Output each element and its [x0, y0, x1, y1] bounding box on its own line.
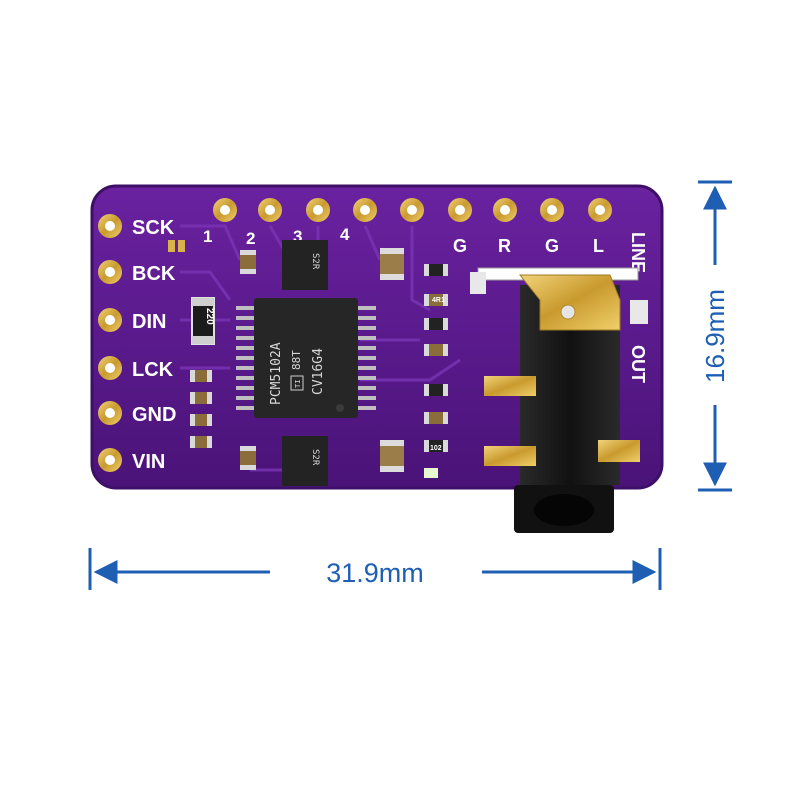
pin-label-vin: VIN [132, 451, 165, 473]
pin-number-4: 4 [340, 225, 350, 244]
pin-label-sck: SCK [132, 217, 175, 239]
width-dimension: 31.9mm [88, 548, 662, 590]
pin-pad [448, 198, 472, 222]
dac-chip: PCM5102A 88T TI CV16G4 [236, 298, 376, 418]
ti-logo: TI [294, 380, 302, 388]
left-pin-header [98, 214, 122, 472]
pin-label-lck: LCK [132, 359, 174, 381]
pin-pad [213, 198, 237, 222]
pin-label-bck: BCK [132, 263, 176, 285]
pin-label-g2: G [545, 236, 559, 256]
pin-pad [98, 308, 122, 332]
chip-marking-part: PCM5102A [269, 342, 284, 405]
small-chip-code: S2R [310, 253, 320, 270]
top-pin-labels: 1 2 3 4 G R G L [203, 225, 604, 256]
pin-pad [98, 260, 122, 284]
small-chip: S2R [282, 240, 328, 290]
pin-label-g: G [453, 236, 467, 256]
pin-label-r: R [498, 236, 511, 256]
chip-marking-lot: 88T [290, 350, 303, 370]
small-capacitor [178, 240, 185, 252]
pin-pad [98, 448, 122, 472]
left-pin-labels: SCK BCK DIN LCK GND VIN [132, 217, 176, 473]
width-label: 31.9mm [326, 558, 424, 588]
out-label: OUT [628, 345, 648, 383]
pin-number-2: 2 [246, 229, 255, 248]
chip-marking-date: CV16G4 [311, 348, 326, 395]
height-dimension: 16.9mm [698, 180, 732, 492]
resistor-code: 220 [204, 308, 215, 325]
height-label: 16.9mm [700, 289, 730, 383]
pin-pad [400, 198, 424, 222]
line-label: LINE [628, 232, 648, 273]
pin-pad [353, 198, 377, 222]
pin-label-gnd: GND [132, 404, 176, 426]
top-pin-header [213, 198, 612, 222]
small-capacitor [168, 240, 175, 252]
pin-pad [98, 356, 122, 380]
small-chip-code: S2R [310, 449, 320, 466]
pin-pad [98, 401, 122, 425]
small-chip: S2R [282, 436, 328, 486]
pin-number-3: 3 [293, 227, 302, 246]
pin-label-din: DIN [132, 311, 166, 333]
pin-pad [493, 198, 517, 222]
resistor: 220 [191, 297, 215, 345]
tiny-code: 4R1 [432, 297, 445, 304]
smd-components: 4R1 102 [190, 248, 448, 478]
tiny-code: 102 [430, 445, 442, 452]
pin-pad [540, 198, 564, 222]
pin-number-1: 1 [203, 227, 212, 246]
status-led [424, 468, 438, 478]
pin-pad [306, 198, 330, 222]
pin-pad [588, 198, 612, 222]
pin-pad [98, 214, 122, 238]
pin-label-l: L [593, 236, 604, 256]
pin-pad [258, 198, 282, 222]
audio-jack [470, 267, 648, 533]
